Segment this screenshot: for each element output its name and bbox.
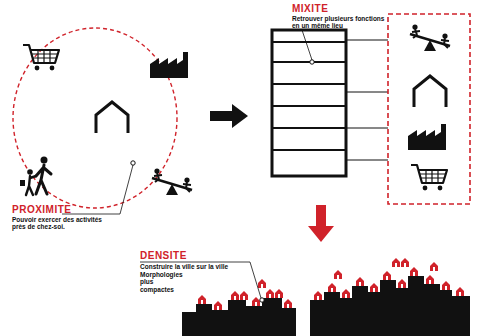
section-title: MIXITE — [292, 3, 382, 15]
red-houses — [198, 258, 464, 310]
section-title: PROXIMITE — [12, 204, 102, 216]
seesaw-icon — [152, 168, 192, 195]
leader-line — [62, 161, 135, 214]
description: Pouvoir exercer des activités près de ch… — [12, 216, 108, 231]
arrow — [308, 205, 334, 242]
house-icon — [414, 76, 446, 107]
cart-icon — [23, 45, 59, 70]
building — [272, 30, 346, 176]
description: Morphologies plus compactes — [140, 271, 186, 293]
house-icon — [96, 102, 128, 133]
factory-icon — [408, 124, 446, 150]
skyline — [310, 276, 470, 336]
leader-line — [140, 262, 264, 302]
function-box — [388, 14, 470, 204]
connector-line — [346, 40, 388, 160]
arrow — [210, 104, 248, 128]
leader-line — [302, 30, 314, 64]
section-title: DENSITE — [140, 250, 230, 262]
proximity-circle — [13, 28, 177, 208]
walkers-icon — [20, 157, 51, 196]
description: Construire la ville sur la ville — [140, 263, 260, 270]
description: Retrouver plusieurs fonctions en un même… — [292, 15, 388, 30]
seesaw-icon — [410, 24, 450, 51]
cart-icon — [411, 165, 447, 190]
factory-icon — [150, 52, 188, 78]
